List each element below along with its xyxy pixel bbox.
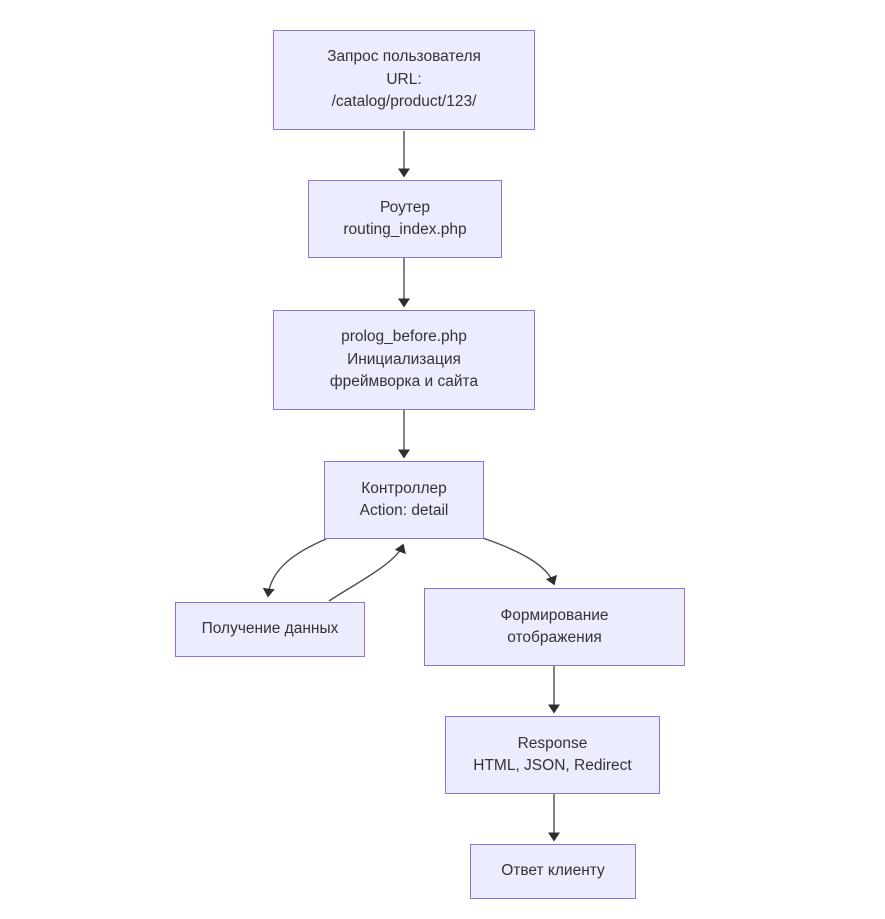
edge-controller-to-render-view	[482, 537, 558, 586]
node-line: Формирование	[500, 606, 609, 624]
node-line: routing_index.php	[343, 221, 467, 238]
node-line: prolog_before.php	[341, 328, 467, 346]
node-line: Response	[517, 734, 588, 752]
node-line: отображения	[507, 629, 602, 646]
edge-controller-to-get-data	[262, 538, 327, 598]
node-line: URL:	[386, 70, 422, 88]
node-line: фреймворка и сайта	[329, 373, 479, 391]
node-client-response: Ответ клиенту	[470, 844, 636, 899]
node-line: Action: detail	[359, 502, 449, 519]
node-line: Запрос пользователя	[327, 48, 481, 66]
edge-get-data-to-controller	[328, 543, 406, 602]
node-user-request: Запрос пользователя URL: /catalog/produc…	[273, 30, 535, 130]
node-get-data: Получение данных	[175, 602, 365, 657]
node-router: Роутер routing_index.php	[308, 180, 502, 258]
node-controller: Контроллер Action: detail	[324, 461, 484, 539]
node-line: Получение данных	[201, 620, 339, 638]
node-line: Роутер	[379, 198, 431, 216]
node-response: Response HTML, JSON, Redirect	[445, 716, 660, 794]
node-line: HTML, JSON, Redirect	[473, 757, 632, 774]
node-line: Инициализация	[347, 350, 461, 368]
node-line: Контроллер	[361, 479, 447, 497]
node-prolog: prolog_before.php Инициализация фреймвор…	[273, 310, 535, 410]
node-line: /catalog/product/123/	[331, 93, 477, 111]
node-render-view: Формирование отображения	[424, 588, 685, 666]
node-line: Ответ клиенту	[501, 862, 605, 880]
